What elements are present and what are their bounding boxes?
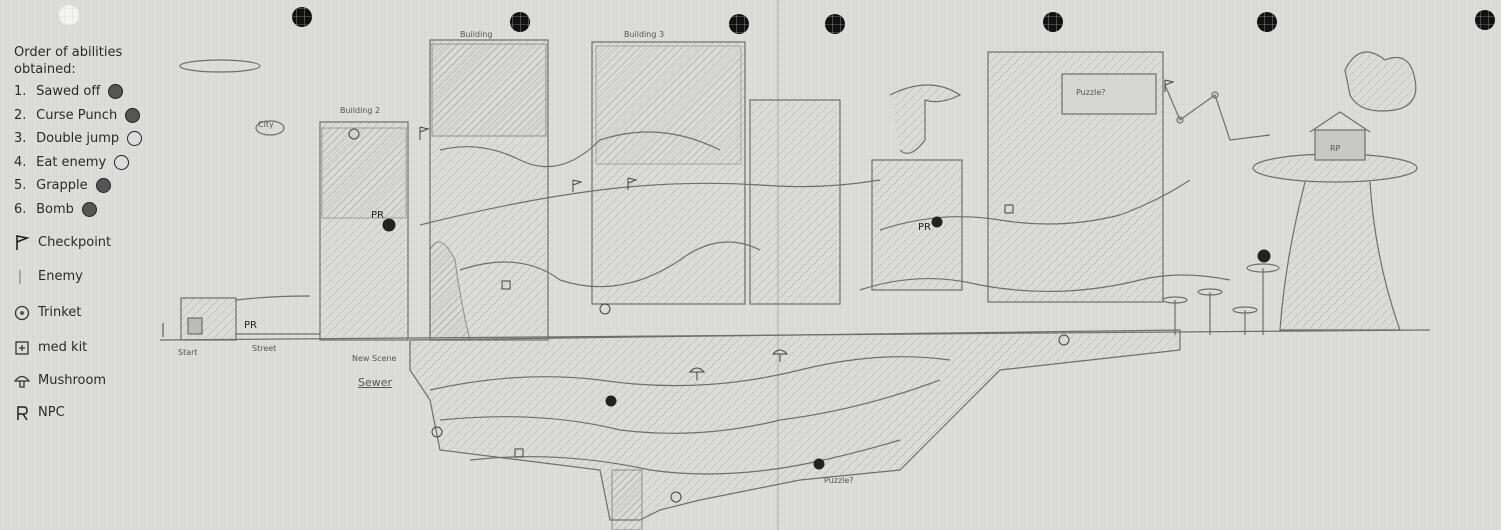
sewer-label: Sewer: [358, 376, 392, 389]
legend-title-line: Order of abilities: [14, 44, 124, 61]
ability-item: 5. Grapple: [14, 176, 142, 200]
ability-number: 2.: [14, 106, 32, 126]
ability-item: 1. Sawed off: [14, 82, 142, 106]
ability-item: 2. Curse Punch: [14, 106, 142, 130]
inner-building: [872, 160, 962, 290]
ability-number: 5.: [14, 176, 32, 196]
medkit-icon: [14, 340, 30, 356]
building-2-label: Building 2: [340, 106, 380, 115]
ability-number: 6.: [14, 200, 32, 220]
new-scene-label: New Scene: [352, 354, 396, 363]
building-1-label: Building: [460, 30, 492, 39]
ability-label: Sawed off: [36, 84, 100, 99]
grapple-icon: [96, 178, 111, 193]
building-2-roof: [322, 128, 406, 218]
sewer-shaft: [612, 470, 642, 530]
legend-key-enemy: Enemy: [14, 266, 154, 290]
ability-label: Bomb: [36, 202, 74, 217]
legend-key-checkpoint: Checkpoint: [14, 232, 154, 256]
start-house-window: [188, 318, 202, 334]
checkpoint-icon: [14, 235, 30, 251]
ability-label: Eat enemy: [36, 155, 106, 170]
ability-label: Curse Punch: [36, 108, 117, 123]
legend-key-npc: NPC: [14, 402, 154, 426]
legend-key-medkit: med kit: [14, 337, 154, 361]
double-jump-icon: [127, 131, 142, 146]
start-label: Start: [178, 348, 198, 357]
ability-item: 6. Bomb: [14, 200, 142, 224]
legend-key-label: med kit: [38, 340, 87, 355]
puzzle-label: Puzzle?: [1076, 88, 1106, 97]
ruined-tower: [750, 100, 840, 304]
building-1-top: [432, 44, 546, 136]
npc-marker-label: PR: [371, 210, 384, 221]
ability-pickup-marker: [1258, 250, 1270, 262]
npc-marker-label: PR: [918, 222, 931, 233]
legend-key-mushroom: Mushroom: [14, 370, 154, 394]
ability-number: 3.: [14, 129, 32, 149]
ability-pickup-marker: [383, 219, 395, 231]
ability-pickup-marker: [932, 217, 942, 227]
legend-key-label: Mushroom: [38, 373, 106, 388]
bomb-icon: [82, 202, 97, 217]
city-label: City: [258, 120, 274, 129]
legend-key-label: NPC: [38, 405, 65, 420]
ability-number: 1.: [14, 82, 32, 102]
ability-item: 3. Double jump: [14, 129, 142, 153]
street-label: Street: [252, 344, 276, 353]
legend-key-label: Enemy: [38, 269, 83, 284]
ability-pickup-marker: [814, 459, 824, 469]
ability-label: Grapple: [36, 178, 88, 193]
rp-label: RP: [1330, 144, 1340, 153]
legend-key-label: Checkpoint: [38, 235, 111, 250]
tree-canopy: [1345, 52, 1416, 111]
legend-title-line: obtained:: [14, 61, 124, 78]
sawed-off-icon: [108, 84, 123, 99]
legend-title: Order of abilities obtained:: [14, 44, 124, 78]
mushroom-icon: [14, 373, 30, 389]
npc-icon: [14, 405, 30, 421]
building-3-top: [596, 46, 741, 164]
eat-enemy-icon: [114, 155, 129, 170]
legend-key-label: Trinket: [38, 305, 81, 320]
enemy-icon: [14, 269, 30, 285]
ability-pickup-marker: [606, 396, 616, 406]
legend-key-trinket: Trinket: [14, 302, 154, 326]
puzzle-lower-label: Puzzle?: [824, 476, 854, 485]
ability-label: Double jump: [36, 131, 119, 146]
ability-item: 4. Eat enemy: [14, 153, 142, 177]
npc-marker-label: PR: [244, 320, 257, 331]
ability-order-list: 1. Sawed off 2. Curse Punch 3. Double ju…: [14, 82, 142, 223]
curse-punch-icon: [125, 108, 140, 123]
ability-number: 4.: [14, 153, 32, 173]
building-3-label: Building 3: [624, 30, 664, 39]
trinket-icon: [14, 305, 30, 321]
